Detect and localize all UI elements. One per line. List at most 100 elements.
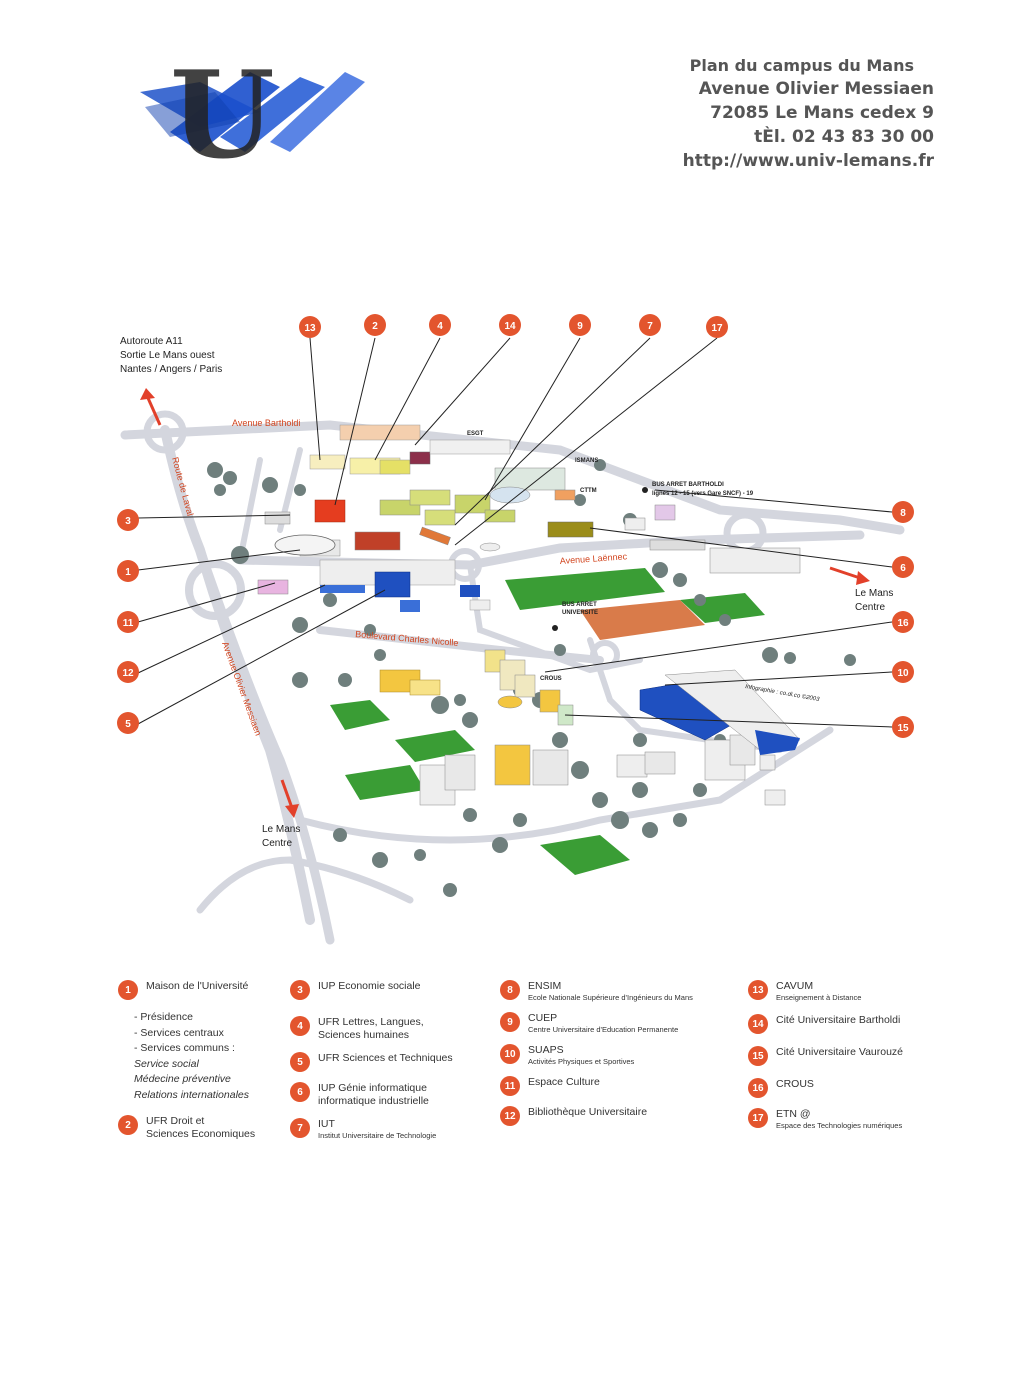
callout-markers: 13 2 4 14 9 7 17 3 1 11 12 5 8 6 16 10 1…: [117, 314, 914, 738]
svg-text:4: 4: [437, 321, 443, 332]
svg-text:16: 16: [897, 618, 909, 629]
direction-arrows: [140, 388, 870, 818]
legend-label: Maison de l'Université: [146, 980, 249, 992]
legend-detail: Service social: [134, 1057, 199, 1070]
label-avenue-bartholdi: Avenue Bartholdi: [232, 418, 300, 428]
svg-text:15: 15: [897, 723, 909, 734]
legend-number: 17: [748, 1108, 768, 1128]
callout-13[interactable]: 13: [299, 316, 321, 338]
legend-item-12: 12 Bibliothèque Universitaire: [500, 1106, 740, 1126]
legend-item-3: 3 IUP Economie sociale: [290, 980, 490, 1000]
legend-label: Cité Universitaire Vaurouzé: [776, 1046, 904, 1058]
callout-17[interactable]: 17: [706, 316, 728, 338]
callout-9[interactable]: 9: [569, 314, 591, 336]
legend-detail: - Présidence: [134, 1011, 193, 1023]
callout-7[interactable]: 7: [639, 314, 661, 336]
callout-16[interactable]: 16: [892, 611, 914, 633]
legend-item-5: 5 UFR Sciences et Techniques: [290, 1052, 490, 1072]
callout-4[interactable]: 4: [429, 314, 451, 336]
roundabout-right: [723, 511, 767, 555]
callout-15[interactable]: 15: [892, 716, 914, 738]
callout-12[interactable]: 12: [117, 661, 139, 683]
logo-letter: U: [170, 52, 275, 186]
legend-number: 5: [290, 1052, 310, 1072]
roundabout-lower: [590, 640, 620, 670]
label-esgt: ESGT: [467, 431, 484, 437]
road-bottom-left: [196, 856, 414, 914]
callout-2[interactable]: 2: [364, 314, 386, 336]
label-cttm: CTTM: [580, 488, 597, 494]
legend-number: 15: [748, 1046, 768, 1066]
campus-map: 13 2 4 14 9 7 17 3 1 11 12 5 8 6 16 10 1…: [117, 314, 914, 945]
roundabout-left: [185, 560, 245, 620]
logo-ribbon: [140, 72, 365, 152]
callout-8[interactable]: 8: [892, 501, 914, 523]
label-crous: CROUS: [540, 676, 562, 682]
callout-6[interactable]: 6: [892, 556, 914, 578]
legend-item-16: 16 CROUS: [748, 1078, 938, 1098]
svg-text:14: 14: [504, 321, 516, 332]
svg-text:13: 13: [304, 323, 316, 334]
legend-number: 11: [500, 1076, 520, 1096]
label-ismans: ISMANS: [575, 458, 598, 464]
bus-stop-universite: [552, 625, 558, 631]
label-bus-bartholdi: BUS ARRET BARTHOLDI: [652, 482, 724, 488]
label-le-mans-centre-bottom-2: Centre: [262, 838, 292, 849]
legend-label: ETN @Espace des Technologies numériques: [776, 1108, 903, 1130]
legend-label: UFR Sciences et Techniques: [318, 1052, 453, 1064]
label-bus-universite-2: UNIVERSITE: [562, 610, 598, 616]
legend-number: 13: [748, 980, 768, 1000]
road-avenue-messiaen: [195, 545, 335, 945]
legend-number: 10: [500, 1044, 520, 1064]
header-address: Avenue Olivier Messiaen: [698, 79, 934, 99]
label-le-mans-centre-right-1: Le Mans: [855, 588, 893, 599]
legend-number: 7: [290, 1118, 310, 1138]
header-title: Plan du campus du Mans: [689, 56, 914, 75]
legend-number: 6: [290, 1082, 310, 1102]
legend-item-1: 1 Maison de l'Université: [118, 980, 293, 1000]
legend-number: 9: [500, 1012, 520, 1032]
legend-detail: Médecine préventive: [134, 1073, 231, 1085]
callout-10[interactable]: 10: [892, 661, 914, 683]
svg-text:10: 10: [897, 668, 909, 679]
svg-text:7: 7: [647, 321, 653, 332]
label-le-mans-centre-right-2: Centre: [855, 602, 885, 613]
header-phone: tÈl. 02 43 83 30 00: [754, 127, 934, 147]
roundabout-top-left: [143, 410, 187, 454]
legend-col-1: 1 Maison de l'Université - Présidence - …: [118, 980, 293, 1151]
svg-text:5: 5: [125, 719, 131, 730]
legend-item-15: 15 Cité Universitaire Vaurouzé: [748, 1046, 938, 1066]
label-autoroute-1: Autoroute A11: [120, 336, 183, 347]
callout-5[interactable]: 5: [117, 712, 139, 734]
callout-1[interactable]: 1: [117, 560, 139, 582]
header-url[interactable]: http://www.univ-lemans.fr: [682, 151, 934, 171]
callout-lines: [137, 337, 893, 728]
callout-11[interactable]: 11: [117, 611, 139, 633]
callout-14[interactable]: 14: [499, 314, 521, 336]
label-le-mans-centre-bottom-1: Le Mans: [262, 824, 300, 835]
svg-text:11: 11: [123, 618, 134, 629]
legend-number: 14: [748, 1014, 768, 1034]
legend-number: 4: [290, 1016, 310, 1036]
bus-stop-bartholdi: [642, 487, 648, 493]
legend-label: Espace Culture: [528, 1076, 600, 1088]
sports-fields: [330, 568, 765, 875]
university-logo: U: [140, 52, 365, 186]
legend-number: 12: [500, 1106, 520, 1126]
label-bus-bartholdi-lines: lignes 12 - 15 (vers Gare SNCF) - 19: [652, 491, 754, 497]
svg-text:1: 1: [125, 567, 131, 578]
legend-item-4: 4 UFR Lettres, Langues,Sciences humaines: [290, 1016, 490, 1042]
svg-text:6: 6: [900, 563, 906, 574]
legend-number: 8: [500, 980, 520, 1000]
callout-3[interactable]: 3: [117, 509, 139, 531]
